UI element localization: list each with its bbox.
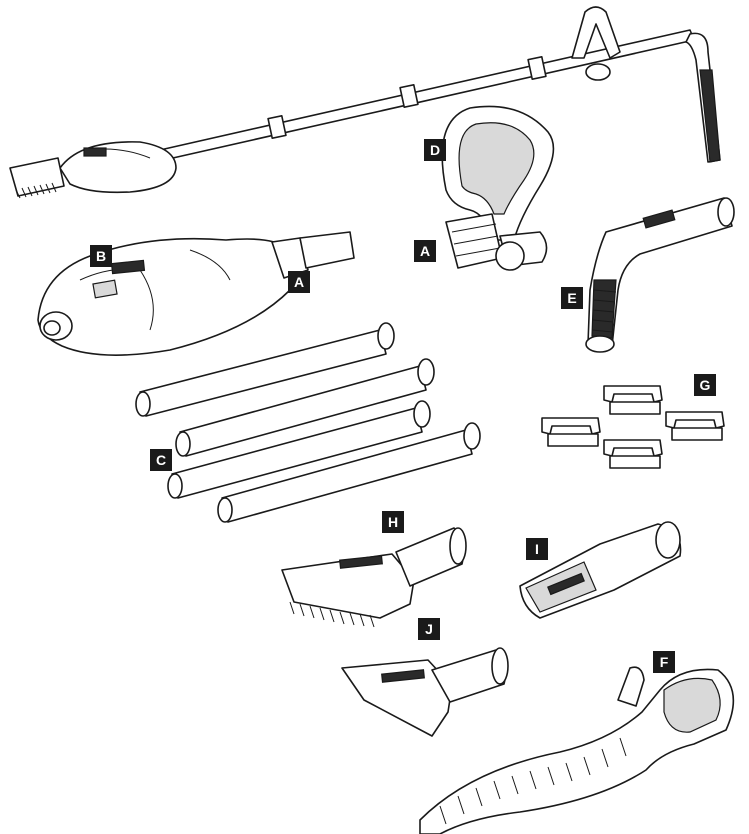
label-a-body: A bbox=[288, 271, 310, 293]
label-b: B bbox=[90, 245, 112, 267]
brush-head-part-h bbox=[281, 527, 467, 628]
cleaner-body-part-b bbox=[37, 231, 355, 356]
label-f: F bbox=[653, 651, 675, 673]
assembled-pool-cleaner bbox=[9, 6, 721, 199]
extension-tubes-part-c bbox=[135, 322, 481, 523]
label-h: H bbox=[382, 511, 404, 533]
hose-part-f bbox=[419, 666, 735, 834]
hose-clips-part-g bbox=[541, 385, 725, 469]
label-j: J bbox=[418, 618, 440, 640]
label-d: D bbox=[424, 139, 446, 161]
handle-part-d bbox=[441, 105, 555, 271]
label-e: E bbox=[561, 287, 583, 309]
label-c: C bbox=[150, 449, 172, 471]
label-i: I bbox=[526, 538, 548, 560]
label-a-handle: A bbox=[414, 240, 436, 262]
wide-head-part-j bbox=[341, 647, 509, 737]
pistol-grip-part-e bbox=[585, 197, 735, 353]
label-g: G bbox=[694, 374, 716, 396]
nozzle-part-i bbox=[519, 521, 682, 619]
